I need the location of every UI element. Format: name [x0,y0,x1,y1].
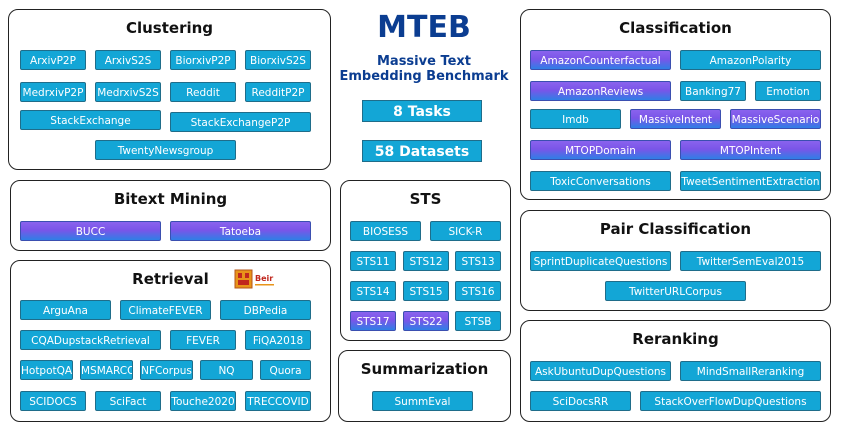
dataset-chip: TweetSentimentExtraction [680,171,821,191]
dataset-chip: RedditP2P [245,82,311,102]
dataset-chip: DBPedia [220,300,311,320]
panel-title: Bitext Mining [113,190,228,208]
beir-logo-icon: Beir [234,269,274,289]
dataset-chip-multilingual: BUCC [20,221,161,241]
dataset-chip: BIOSESS [350,221,421,241]
panel-title: STS [409,190,442,208]
dataset-chip-multilingual: MTOPDomain [530,140,671,160]
dataset-chip-multilingual: MTOPIntent [680,140,821,160]
panel-title: Reranking [632,330,719,348]
dataset-chip: TwentyNewsgroup [95,140,236,160]
dataset-chip: STSB [455,311,501,331]
dataset-chip: AmazonPolarity [680,50,821,70]
classification-panel: Classification [520,9,831,200]
benchmark-title: MTEB [377,10,471,45]
svg-text:Beir: Beir [255,274,273,283]
dataset-chip: ClimateFEVER [120,300,211,320]
dataset-chip: ArxivP2P [20,50,86,70]
panel-title: Clustering [125,19,214,37]
dataset-chip-multilingual: STS17 [350,311,396,331]
dataset-chip: MSMARCO [80,360,133,380]
dataset-chip: Quora [260,360,311,380]
dataset-chip-multilingual: MassiveIntent [630,109,721,129]
dataset-chip: STS16 [455,281,501,301]
dataset-chip-multilingual: MassiveScenario [730,109,821,129]
subtitle-line-2: Embedding Benchmark [339,69,509,84]
dataset-chip: FEVER [170,330,236,350]
dataset-chip: TwitterURLCorpus [605,281,746,301]
dataset-chip: Emotion [755,81,821,101]
dataset-chip-multilingual: STS22 [403,311,449,331]
dataset-chip: StackExchangeP2P [170,112,311,132]
dataset-chip: SICK-R [430,221,501,241]
dataset-chip-multilingual: AmazonReviews [530,81,671,101]
dataset-chip: Imdb [530,109,621,129]
summarization-panel: Summarization [338,350,511,422]
dataset-chip: BiorxivP2P [170,50,236,70]
dataset-chip: StackOverFlowDupQuestions [640,391,821,411]
dataset-chip: SprintDuplicateQuestions [530,251,671,271]
dataset-chip: FiQA2018 [245,330,311,350]
dataset-chip: MindSmallReranking [680,361,821,381]
dataset-chip: TwitterSemEval2015 [680,251,821,271]
dataset-chip: STS11 [350,251,396,271]
panel-title: Pair Classification [599,220,752,238]
datasets-count-badge: 58 Datasets [362,140,482,162]
dataset-chip: NQ [200,360,253,380]
dataset-chip: NFCorpus [140,360,193,380]
dataset-chip: CQADupstackRetrieval [20,330,161,350]
dataset-chip: STS13 [455,251,501,271]
dataset-chip: Banking77 [680,81,746,101]
dataset-chip: ArxivS2S [95,50,161,70]
panel-title: Summarization [360,360,489,378]
dataset-chip: STS15 [403,281,449,301]
dataset-chip: MedrxivP2P [20,82,86,102]
dataset-chip: STS12 [403,251,449,271]
dataset-chip: Touche2020 [170,391,236,411]
dataset-chip: HotpotQA [20,360,73,380]
dataset-chip: AskUbuntuDupQuestions [530,361,671,381]
dataset-chip: SciFact [95,391,161,411]
dataset-chip-multilingual: AmazonCounterfactual [530,50,671,70]
dataset-chip: SciDocsRR [530,391,631,411]
dataset-chip: StackExchange [20,110,161,130]
benchmark-subtitle: Massive Text Embedding Benchmark [330,54,518,84]
panel-title: Classification [619,19,732,37]
tasks-count-badge: 8 Tasks [362,100,482,122]
subtitle-line-1: Massive Text [376,54,471,69]
dataset-chip: Reddit [170,82,236,102]
panel-title: Retrieval [132,270,209,288]
dataset-chip: STS14 [350,281,396,301]
dataset-chip: MedrxivS2S [95,82,161,102]
dataset-chip: ToxicConversations [530,171,671,191]
dataset-chip: BiorxivS2S [245,50,311,70]
dataset-chip: SummEval [372,391,473,411]
dataset-chip: SCIDOCS [20,391,86,411]
dataset-chip-multilingual: Tatoeba [170,221,311,241]
dataset-chip: TRECCOVID [245,391,311,411]
dataset-chip: ArguAna [20,300,111,320]
